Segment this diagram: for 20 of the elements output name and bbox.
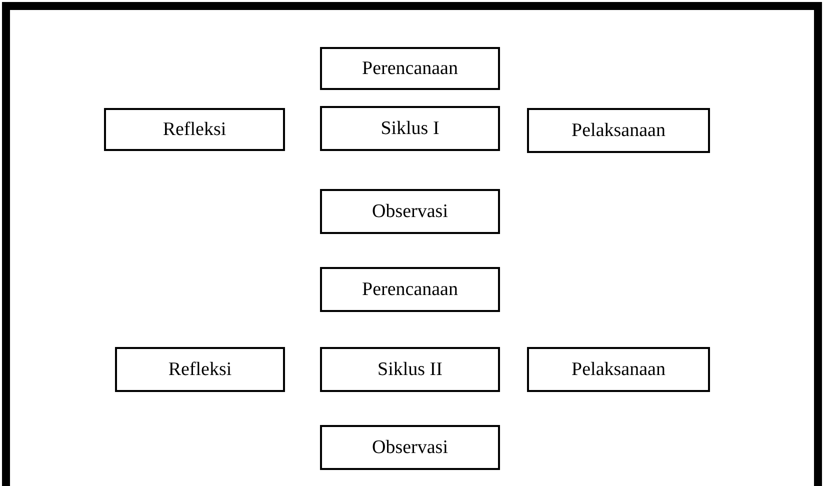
process-box: [527, 347, 710, 392]
process-box: [320, 47, 500, 90]
process-box: [527, 108, 710, 153]
process-box: [104, 108, 285, 151]
box-label: Refleksi: [162, 118, 226, 140]
box-label: Observasi: [372, 436, 448, 458]
box-label: Refleksi: [168, 358, 232, 380]
box-label: Perencanaan: [362, 278, 458, 300]
box-label: Perencanaan: [362, 58, 458, 80]
box-label: Pelaksanaan: [572, 358, 666, 380]
process-box: [320, 189, 500, 234]
box-label: Pelaksanaan: [572, 120, 666, 142]
process-box: [320, 106, 500, 151]
box-label: Observasi: [372, 200, 448, 222]
process-box: [115, 347, 285, 392]
box-label: Siklus II: [378, 358, 442, 380]
process-box: [320, 347, 500, 392]
process-box: [320, 267, 500, 312]
box-label: Siklus I: [380, 118, 440, 140]
process-box: [320, 425, 500, 470]
